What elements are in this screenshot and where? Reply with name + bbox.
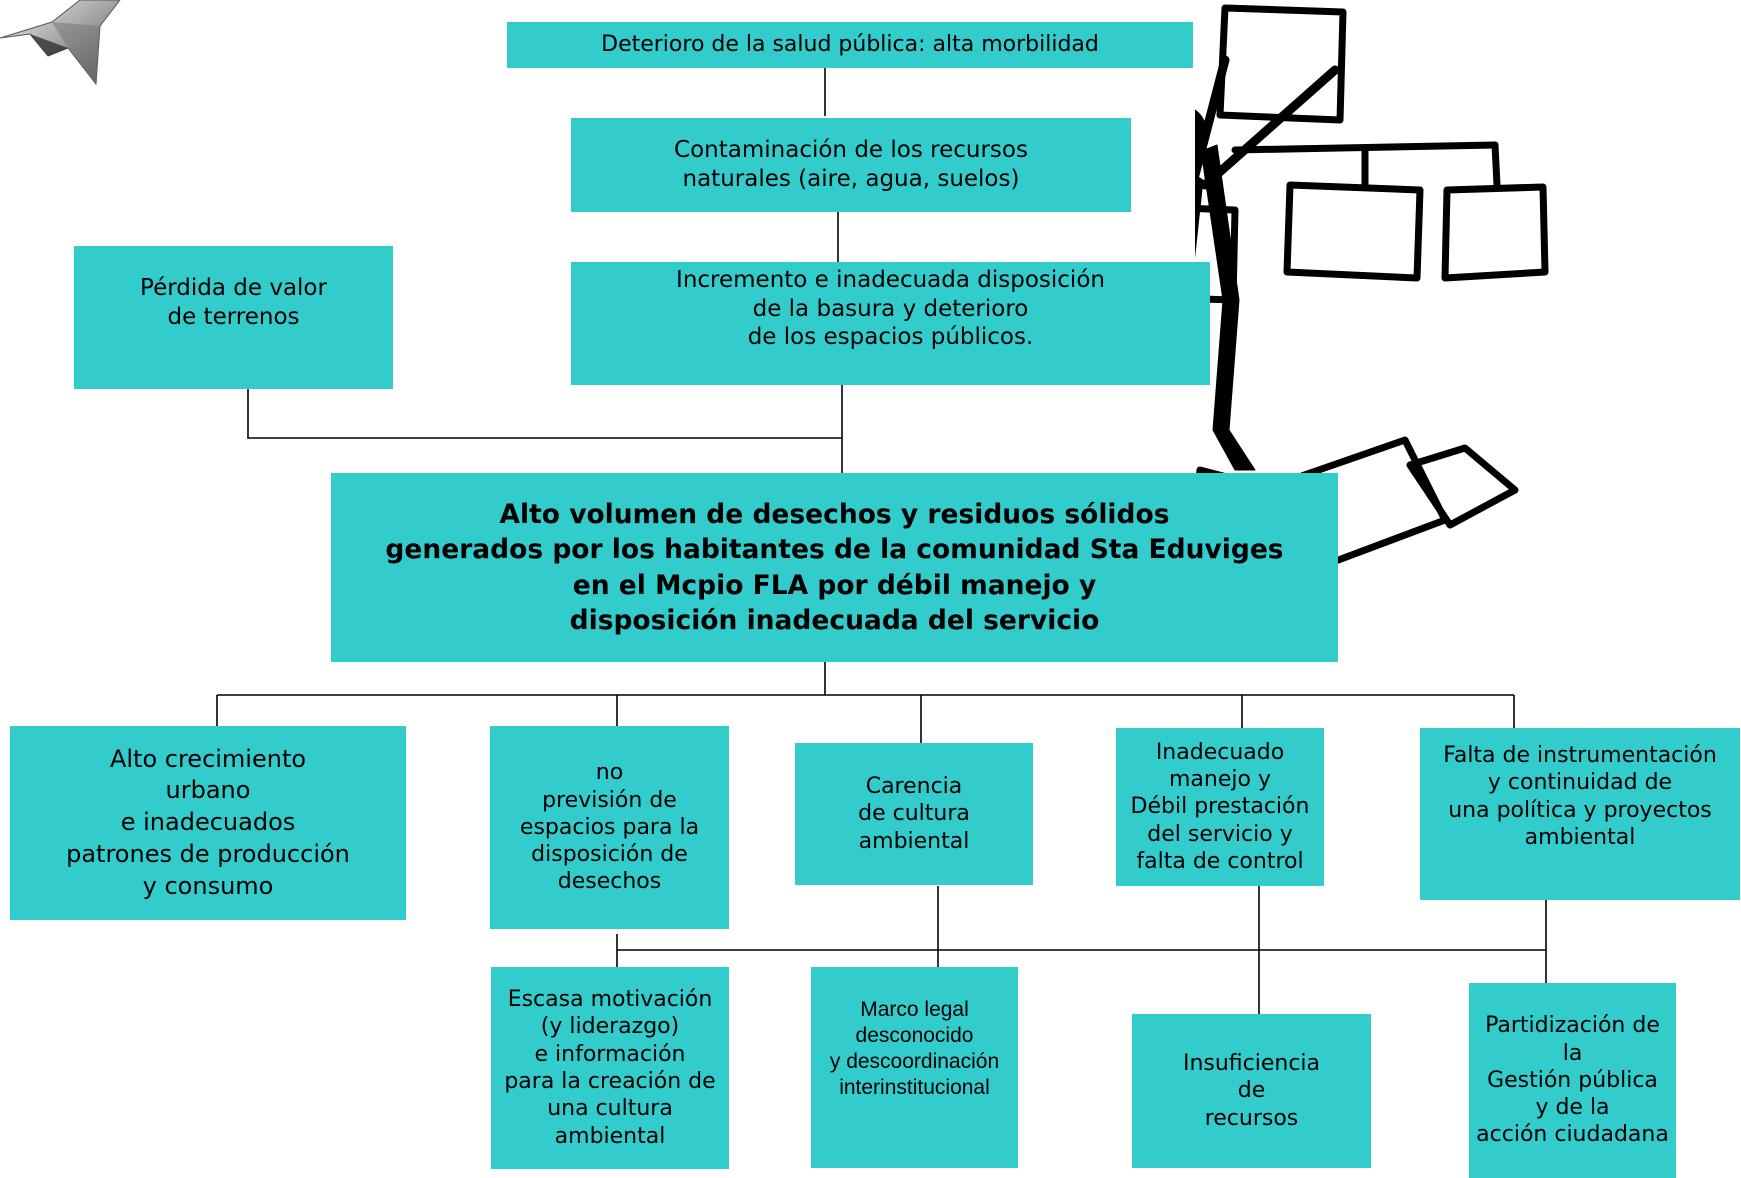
stick-figure-org-chart-icon — [1195, 4, 1549, 600]
cause-prevision-label: no previsión de espacios para la disposi… — [519, 760, 700, 895]
root-marco-label: Marco legal desconocido y descoordinació… — [829, 998, 1000, 1100]
star-icon — [0, 0, 121, 86]
root-insuficiencia-label: Insuficiencia de recursos — [1182, 1051, 1321, 1131]
central-problem-label: Alto volumen de desechos y residuos sóli… — [385, 498, 1284, 637]
root-motivacion-label: Escasa motivación (y liderazgo) e inform… — [504, 987, 716, 1149]
root-box-motivacion: Escasa motivación (y liderazgo) e inform… — [491, 967, 729, 1169]
cause-box-manejo: Inadecuado manejo y Débil prestación del… — [1116, 728, 1324, 886]
cause-crecimiento-label: Alto crecimiento urbano e inadecuados pa… — [66, 744, 350, 900]
cause-box-prevision: no previsión de espacios para la disposi… — [490, 726, 729, 929]
central-problem-box: Alto volumen de desechos y residuos sóli… — [331, 473, 1338, 662]
root-box-marco: Marco legal desconocido y descoordinació… — [811, 967, 1018, 1168]
cause-box-carencia: Carencia de cultura ambiental — [795, 743, 1033, 885]
effect-perdida-label: Pérdida de valor de terrenos — [140, 275, 327, 330]
root-box-insuficiencia: Insuficiencia de recursos — [1132, 1014, 1371, 1168]
effect-box-incremento: Incremento e inadecuada disposición de l… — [571, 262, 1210, 385]
effect-box-contaminacion: Contaminación de los recursos naturales … — [571, 118, 1131, 212]
effect-contaminacion-label: Contaminación de los recursos naturales … — [674, 137, 1028, 192]
effect-box-perdida: Pérdida de valor de terrenos — [74, 246, 393, 389]
cause-instrumentacion-label: Falta de instrumentación y continuidad d… — [1443, 743, 1717, 850]
root-box-partidizacion: Partidización de la Gestión pública y de… — [1469, 983, 1676, 1178]
effect-salud-label: Deterioro de la salud pública: alta morb… — [601, 32, 1099, 58]
cause-manejo-label: Inadecuado manejo y Débil prestación del… — [1130, 739, 1310, 874]
root-partidizacion-label: Partidización de la Gestión pública y de… — [1476, 1013, 1669, 1148]
cause-box-instrumentacion: Falta de instrumentación y continuidad d… — [1420, 728, 1740, 900]
cause-carencia-label: Carencia de cultura ambiental — [858, 774, 970, 854]
cause-box-crecimiento: Alto crecimiento urbano e inadecuados pa… — [10, 726, 406, 920]
effect-box-salud: Deterioro de la salud pública: alta morb… — [507, 22, 1193, 68]
connector — [247, 388, 842, 439]
effect-incremento-label: Incremento e inadecuada disposición de l… — [676, 267, 1105, 351]
